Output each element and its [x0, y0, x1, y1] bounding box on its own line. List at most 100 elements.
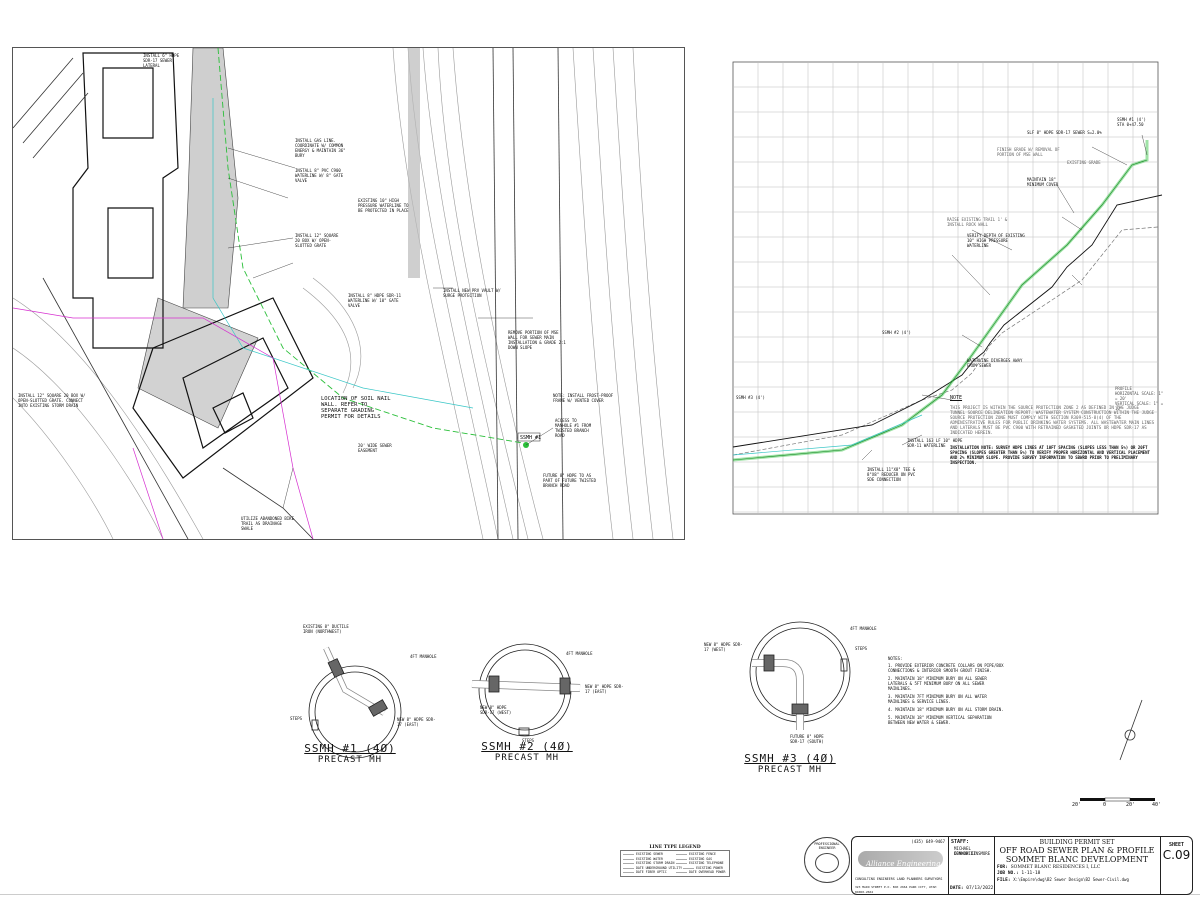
plan-note: INSTALL GAS LINE. COORDINATE W/ COMMON E…: [295, 138, 346, 158]
job-label: JOB NO.:: [997, 871, 1019, 876]
plan-note: UTILIZE ABANDONED BIKE TRAIL AS DRAINAGE…: [241, 516, 294, 531]
staff-name: MICHAEL DEMKOWICZ: [954, 846, 976, 856]
profile-note-title: NOTE: [950, 395, 963, 401]
waterline-profile: [732, 414, 923, 456]
for-label: FOR:: [997, 865, 1008, 870]
north-arrow-icon: [1119, 699, 1143, 761]
note-item: 3. MAINTAIN 7FT MINIMUM BURY ON ALL WATE…: [888, 694, 987, 704]
legend-item: DATE FIBER OPTIC: [622, 870, 675, 875]
file-path: X:\Empire\dwg\B2 Sewer Design\B2 Sewer-C…: [1013, 877, 1129, 882]
legend-item: EXISTING GAS: [675, 856, 728, 861]
profile-callout: MAINTAIN 18" MINIMUM COVER: [1027, 177, 1059, 187]
staff-label: STAFF:: [951, 839, 970, 845]
legend-item: EXISTING POWER: [682, 865, 728, 870]
ssmh1-label: STEPS: [290, 716, 303, 721]
scale-tick: 0: [1103, 802, 1107, 808]
legend-item: DATE UNDERGROUND UTILITY: [622, 865, 683, 870]
company-logo: Alliance Engineering Inc: [858, 851, 943, 889]
ssmh2-title: SSMH #2 (4Ø) PRECAST MH: [477, 740, 577, 763]
profile-callout: WATERLINE DIVERGES AWAY FROM SEWER: [967, 358, 1023, 368]
client-name: SOMMET BLANC RESIDENCES I, LLC: [1010, 865, 1101, 870]
job-number: 1-11-18: [1021, 871, 1041, 876]
profile-callout: SLF 8" HDPE SDR-17 SEWER S=2.0%: [1027, 130, 1102, 135]
sheet-label: SHEET: [1168, 842, 1185, 848]
profile-scale: PROFILE HORIZONTAL SCALE: 1" = 20' VERTI…: [1115, 386, 1165, 411]
date-label: DATE:: [950, 886, 964, 891]
sheet-cell: SHEET C.09: [1161, 837, 1192, 862]
note-item: 2. MAINTAIN 18" MINIMUM BURY ON ALL SEWE…: [888, 676, 987, 691]
plan-drawing: SSMH #1: [13, 48, 674, 539]
building-footprints: [72, 52, 314, 479]
profile-callout: RAISE EXISTING TRAIL 1' & INSTALL ROCK W…: [947, 217, 1008, 227]
ssmh3-label: FUTURE 8" HDPE SDR-17 (SOUTH): [790, 734, 824, 744]
ssmh2-label: NEW 8" HDPE SDR-17 (EAST): [585, 684, 624, 694]
title-block: (435) 649-9467 Alliance Engineering Inc …: [851, 836, 1193, 895]
ssmh2-label: STEPS: [522, 738, 535, 743]
water-line: [212, 98, 474, 409]
legend-item: EXISTING FENCE: [675, 852, 728, 857]
file-row: FILE: X:\Empire\dwg\B2 Sewer Design\B2 S…: [997, 877, 1160, 884]
ssmh3-title: SSMH #3 (4Ø) PRECAST MH: [740, 752, 840, 775]
vertical-scale: VERTICAL SCALE: 1" = 10': [1115, 401, 1164, 411]
profile-grid: [732, 61, 1163, 515]
detail-title: SSMH #2 (4Ø): [481, 740, 573, 753]
legend-item: EXISTING STORM DRAIN: [622, 861, 675, 866]
scale-tick: 20': [1072, 802, 1082, 808]
plan-note: INSTALL 8" HDPE SDR-11 WATERLINE W/ 10" …: [348, 293, 401, 308]
job-row: JOB NO.: 1-11-18: [997, 871, 1160, 877]
file-label: FILE:: [997, 878, 1011, 883]
set-name: BUILDING PERMIT SET: [1039, 839, 1115, 846]
sheet-title: OFF ROAD SEWER PLAN & PROFILE: [999, 846, 1155, 855]
profile-callout: SSMH #1 (4') STA 0+47.50: [1117, 117, 1146, 127]
plan-note: NOTE: INSTALL FROST-PROOF FRAME W/ VENTE…: [553, 393, 614, 403]
plan-note: ACCESS TO MANHOLE #1 FROM TWISTED BRANCH…: [555, 418, 592, 438]
legend-item: EXISTING TELEPHONE: [675, 861, 728, 866]
detail-subtitle: PRECAST MH: [494, 753, 560, 763]
storm-line: [13, 307, 314, 539]
profile-callout: INSTALL 11"X8" TEE & 8"X8" REDUCER ON PV…: [867, 467, 916, 482]
ssmh2-label: 4FT MANHOLE: [566, 651, 593, 656]
ssmh3-label: 4FT MANHOLE: [850, 626, 877, 631]
ssmh1-label: 4FT MANHOLE: [410, 654, 437, 659]
company-address: 323 Main Street P.O. Box 2664 Park City,…: [855, 885, 937, 894]
ssmh3-label: NEW 8" HDPE SDR-17 (WEST): [704, 642, 743, 652]
finish-grade-line: [732, 194, 1163, 448]
note-item: 5. MAINTAIN 18" MINIMUM VERTICAL SEPARAT…: [888, 715, 992, 725]
plan-note: LOCATION OF SOIL NAIL WALL. REFER TO SEP…: [321, 396, 391, 420]
project-title-cell: BUILDING PERMIT SET OFF ROAD SEWER PLAN …: [994, 837, 1161, 894]
contour-lines: [13, 48, 674, 539]
legend-item: EXISTING WATER: [622, 856, 675, 861]
date-row: DATE: 07/13/2022: [950, 886, 993, 891]
detail-title: SSMH #3 (4Ø): [744, 752, 836, 765]
profile-callout: INSTALL 163 LF 10" HDPE SDR-11 WATERLINE: [907, 438, 963, 448]
existing-grade-line: [732, 226, 1159, 456]
detail-title: SSMH #1 (4Ø): [304, 742, 396, 755]
profile-callout: VERIFY DEPTH OF EXISTING 10" HIGH PRESSU…: [967, 233, 1025, 248]
plan-note: INSTALL 12" SQUARE 20 BOX W/ OPEN-SLOTTE…: [18, 393, 86, 408]
ssmh1-label: EXISTING 8" DUCTILE IRON (NORTHWEST): [303, 624, 349, 634]
project-name: SOMMET BLANC DEVELOPMENT: [1005, 855, 1149, 864]
notes-title: NOTES:: [888, 656, 903, 661]
client-row: FOR: SOMMET BLANC RESIDENCES I, LLC: [997, 865, 1160, 871]
company-name: Alliance Engineering Inc: [858, 860, 941, 889]
plan-note: INSTALL 6" HDPE SDR-17 SEWER LATERAL: [143, 53, 180, 68]
ssmh1-label: NEW 8" HDPE SDR-17 (EAST): [397, 717, 436, 727]
profile-callout: FINISH GRADE W/ REMOVAL OF PORTION OF MS…: [997, 147, 1060, 157]
plan-note: 20' WIDE SEWER EASEMENT: [358, 443, 392, 453]
plan-note: INSTALL 12" SQUARE 20 BOX W/ OPEN-SLOTTE…: [295, 233, 339, 248]
plan-note: FUTURE 8" HDPE TO AS PART OF FUTURE TWIS…: [543, 473, 596, 488]
company-phone: (435) 649-9467: [911, 839, 945, 844]
sewer-line: [217, 48, 524, 444]
seal-text: PROFESSIONAL ENGINEER: [814, 842, 840, 850]
profile-note-text: THIS PROJECT IS WITHIN THE SOURCE PROTEC…: [950, 405, 1155, 435]
staff-cell: STAFF: MICHAEL DEMKOWICZ CONNOR DINSMORE…: [948, 837, 995, 894]
note-item: 4. MAINTAIN 18" MINIMUM BURY ON ALL STOR…: [888, 707, 1004, 712]
staff-name: CONNOR DINSMORE: [954, 851, 991, 856]
company-tagline: CONSULTING ENGINEERS LAND PLANNERS SURVE…: [855, 877, 943, 881]
sheet-number: C.09: [1162, 848, 1191, 862]
profile-callout: SSMH #2 (4'): [882, 330, 911, 335]
